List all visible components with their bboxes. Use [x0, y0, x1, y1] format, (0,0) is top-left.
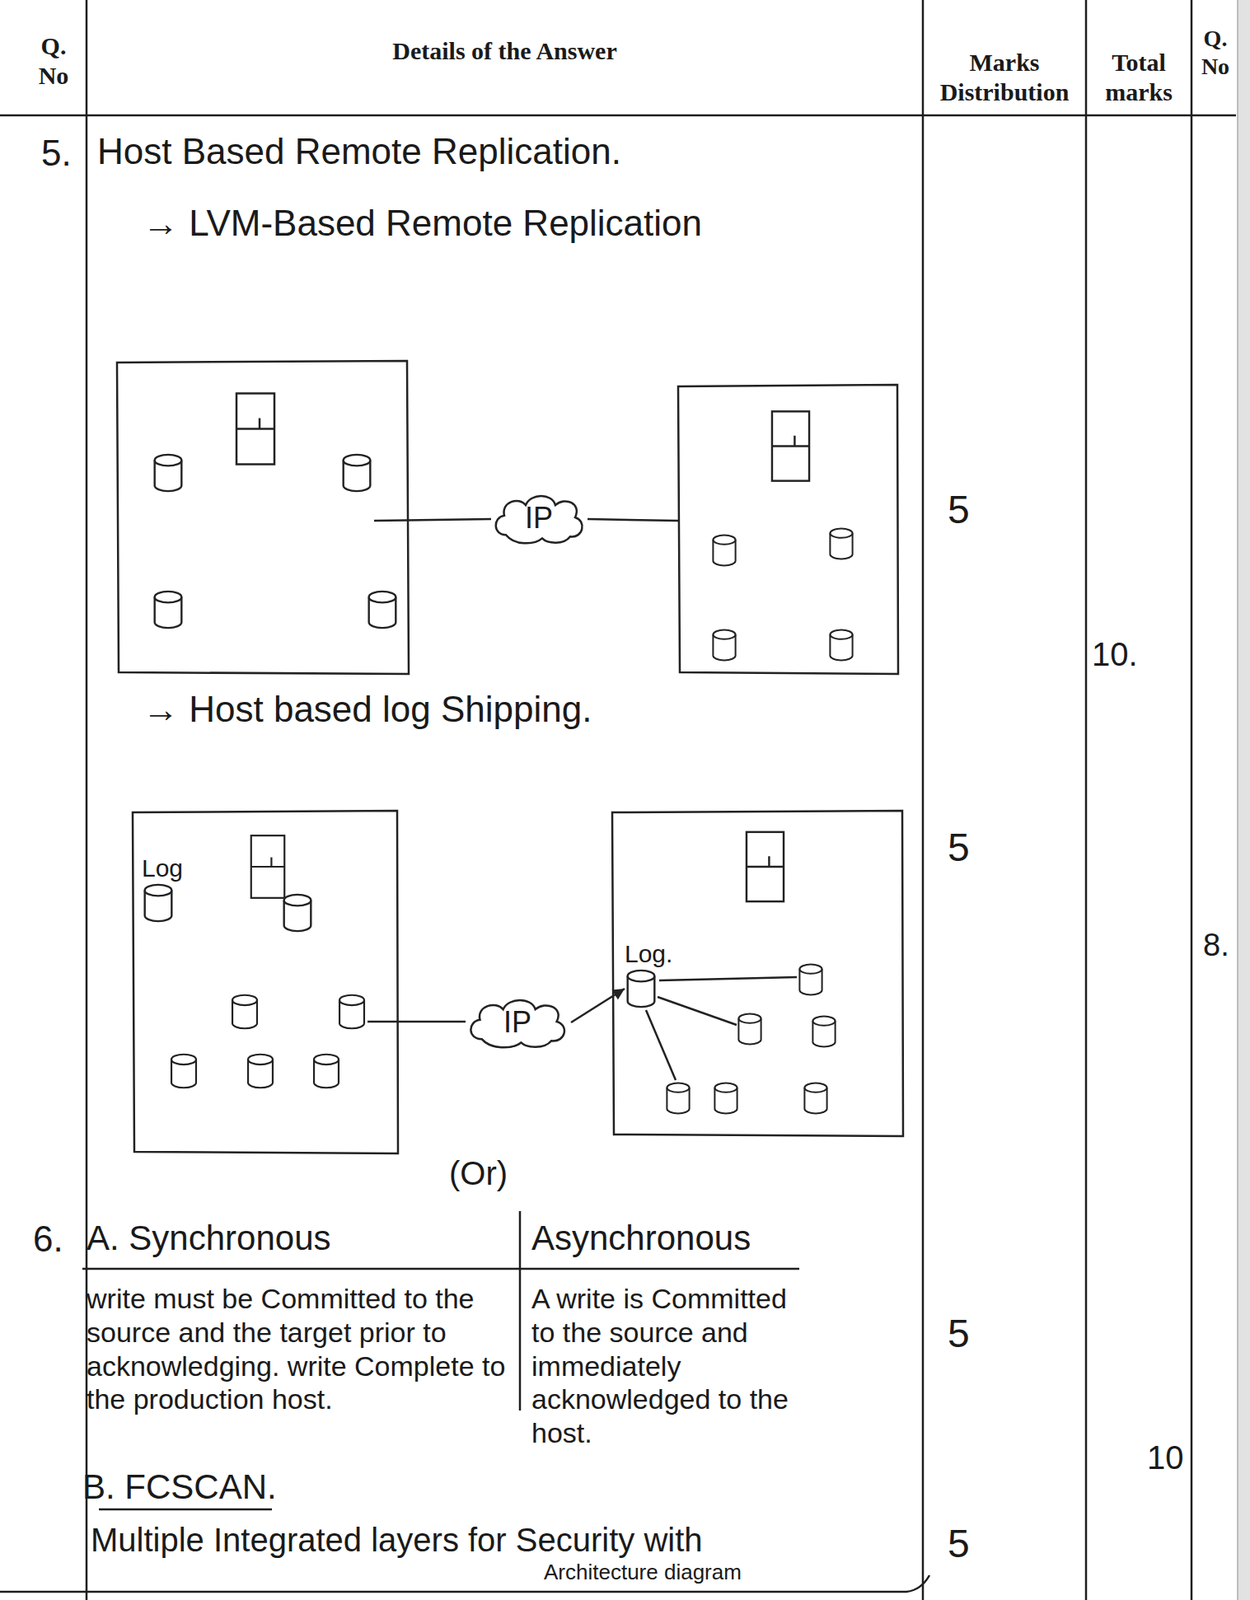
column-header: Total marks — [1086, 47, 1192, 108]
disk-symbol — [714, 1083, 737, 1115]
disk-symbol — [154, 591, 183, 628]
cloud-shape — [496, 496, 583, 544]
disk-top — [627, 970, 656, 982]
link-line — [374, 519, 492, 521]
question-number: 5. — [41, 131, 72, 176]
marks-number: 5 — [947, 1520, 970, 1569]
answer-rules — [82, 1211, 800, 1510]
column-heading: A. Synchronous — [86, 1217, 332, 1260]
disk-symbol — [343, 454, 371, 492]
network-label: IP — [524, 500, 553, 536]
header-rule — [0, 114, 1236, 118]
disk-symbol — [232, 995, 258, 1029]
column-header: Marks Distribution — [922, 47, 1087, 108]
page-edge-line — [1236, 0, 1239, 1600]
answer-subheading: → LVM-Based Remote Replication — [142, 201, 703, 246]
disk-symbol — [738, 1014, 761, 1045]
host-box — [612, 810, 904, 1137]
total-marks: 8. — [1203, 926, 1230, 965]
server-icon — [236, 393, 275, 465]
disk-symbol — [829, 529, 853, 560]
answer-note: Architecture diagram — [543, 1559, 742, 1586]
disk-symbol — [141, 883, 175, 923]
disk-symbol — [154, 454, 183, 492]
disk-symbol — [171, 1054, 197, 1088]
disk-top — [145, 884, 173, 896]
column-rule — [922, 0, 925, 1600]
underline — [82, 1268, 800, 1271]
disk-symbol — [812, 1016, 835, 1048]
link-line — [587, 519, 679, 521]
network-label: IP — [503, 1004, 532, 1040]
answer-subheading: → Host based log Shipping. — [142, 688, 592, 732]
or-note: (Or) — [449, 1153, 508, 1194]
link-line — [659, 977, 797, 981]
disk-symbol — [313, 1054, 339, 1088]
disk-symbol — [829, 630, 853, 661]
lvm-replication-figure — [117, 360, 899, 675]
disk-label: Log — [141, 853, 183, 884]
disk-label: Log. — [624, 939, 673, 970]
answer-heading: Host Based Remote Replication. — [97, 130, 622, 174]
answer-text: write must be Committed to the source an… — [86, 1282, 511, 1417]
disk-symbol — [712, 630, 736, 661]
column-header: Details of the Answer — [86, 36, 923, 66]
host-box — [678, 384, 899, 675]
column-rule — [1190, 0, 1194, 1600]
server-icon — [746, 832, 784, 902]
marks-number: 5 — [947, 823, 970, 872]
disk-symbol — [799, 964, 822, 996]
answer-text: Multiple Integrated layers for Security … — [90, 1520, 703, 1560]
answer-subheading: B. FCSCAN. — [82, 1466, 277, 1508]
host-box — [132, 810, 398, 1154]
link-line — [657, 997, 737, 1026]
total-marks: 10 — [1147, 1437, 1185, 1478]
column-heading: Asynchronous — [531, 1217, 751, 1260]
disk-symbol — [666, 1083, 689, 1115]
network-cloud: IP — [463, 993, 572, 1052]
link-line — [367, 1020, 466, 1024]
marks-number: 5 — [947, 1310, 970, 1358]
disk-symbol — [248, 1054, 273, 1088]
column-header: Q. No — [1194, 24, 1236, 80]
host-box — [117, 360, 409, 675]
marks-number: 5 — [947, 486, 970, 534]
disk-symbol — [369, 591, 397, 628]
server-icon — [251, 835, 285, 899]
disk-symbol — [712, 535, 736, 567]
bottom-rule — [0, 1575, 930, 1592]
link-line — [646, 1010, 676, 1081]
log-disk: Log. — [624, 939, 675, 1009]
column-header: Q. No — [23, 31, 85, 91]
link-arrow — [571, 988, 625, 1023]
page-edge — [1237, 0, 1250, 1600]
underline — [98, 1508, 272, 1512]
disk-symbol — [339, 995, 365, 1029]
answer-text: A write is Committed to the source and i… — [531, 1282, 804, 1451]
column-divider — [519, 1211, 522, 1411]
column-rule — [1085, 0, 1088, 1600]
disk-symbol — [624, 969, 658, 1009]
cloud-shape — [470, 1000, 565, 1048]
question-number: 6. — [32, 1217, 64, 1262]
network-cloud: IP — [489, 489, 589, 548]
total-marks: 10. — [1091, 634, 1138, 675]
server-icon — [772, 411, 810, 481]
log-shipping-figure — [132, 810, 904, 1154]
log-disk: Log — [141, 853, 186, 923]
disk-symbol — [804, 1083, 827, 1115]
disk-symbol — [284, 894, 312, 932]
